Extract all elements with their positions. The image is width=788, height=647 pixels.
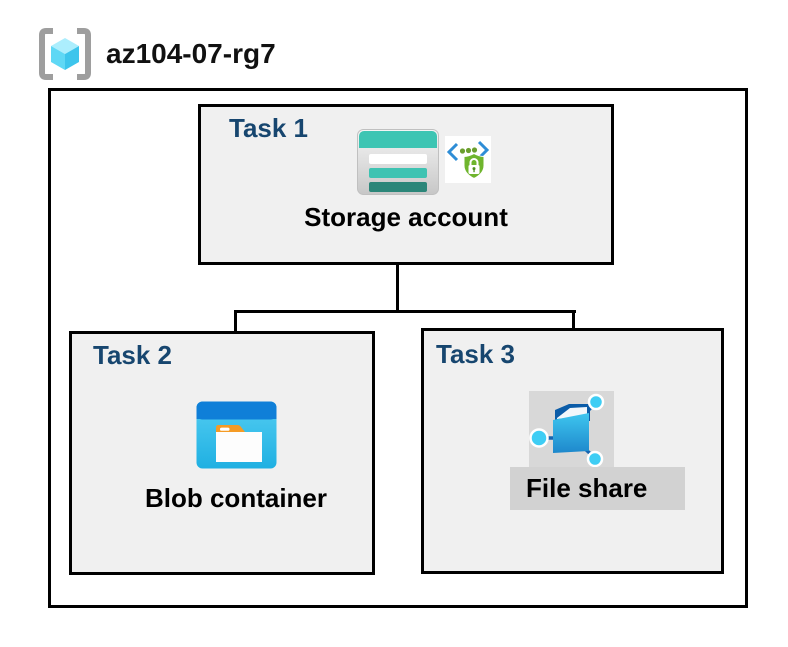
sas-secure-access-icon: [445, 136, 491, 183]
storage-account-icon: [357, 129, 439, 195]
task3-box: Task 3: [421, 328, 724, 574]
blob-container-icon: [196, 401, 277, 469]
task2-box: Task 2 Blob container: [69, 331, 375, 575]
diagram-title: az104-07-rg7: [106, 38, 276, 69]
task1-label: Task 1: [229, 113, 309, 143]
file-share-label: File share: [526, 473, 648, 503]
file-share-icon: [529, 391, 614, 467]
storage-account-label: Storage account: [304, 202, 508, 232]
connector-horizontal: [234, 310, 576, 313]
resource-group-icon: [36, 26, 94, 82]
task2-label: Task 2: [93, 340, 173, 370]
task1-box: Task 1: [198, 104, 614, 265]
connector-storage-stem: [396, 233, 399, 312]
task3-label: Task 3: [436, 339, 516, 369]
blob-container-label: Blob container: [144, 483, 327, 513]
file-share-icon-plate: [529, 391, 614, 467]
file-share-label-bar: File share: [510, 467, 685, 510]
